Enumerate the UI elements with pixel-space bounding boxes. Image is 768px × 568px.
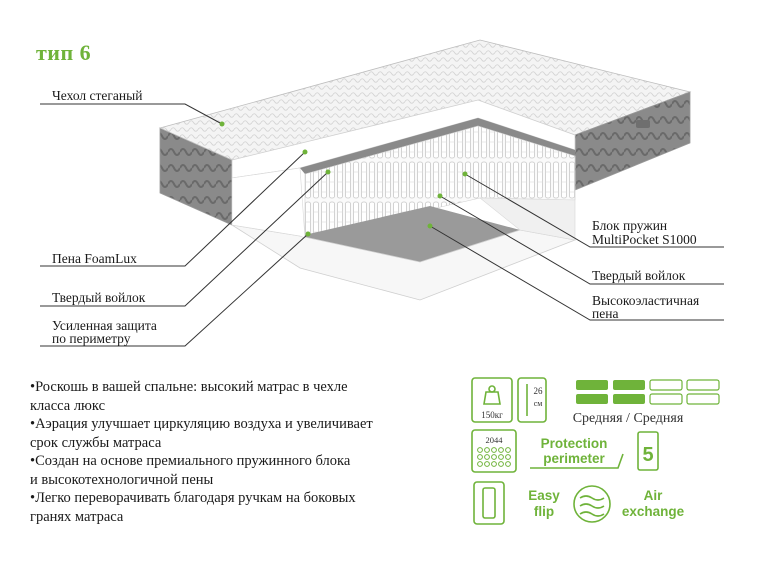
label-springs-1: Блок пружин [592, 218, 668, 233]
feature-text: Роскошь в вашей спальне: высокий матрас … [30, 379, 348, 414]
height-number: 26 [534, 386, 544, 396]
feature-item: •Аэрация улучшает циркуляцию воздуха и у… [30, 415, 450, 452]
spec-icons: 150кг 26 см Средняя / Средняя 2044 Prote… [471, 377, 720, 525]
spring-dot [491, 447, 497, 453]
protection-perimeter-icon: Protection perimeter [530, 436, 624, 469]
firmness-segment [686, 379, 720, 391]
label-felt-right: Твердый войлок [592, 268, 686, 283]
firmness-segment [613, 394, 645, 404]
spring-dot [491, 454, 497, 460]
leader-hr-foam [429, 225, 724, 321]
firmness-segment [576, 380, 608, 390]
firmness-scale [576, 379, 720, 405]
leader-felt-left [40, 171, 329, 307]
mattress-diagram [40, 39, 724, 347]
firmness-segment [686, 393, 720, 405]
spring-count-icon: 2044 [471, 429, 517, 473]
label-cover: Чехол стеганый [52, 88, 143, 103]
spring-dot [491, 461, 497, 467]
bullet-mark: • [30, 379, 36, 395]
spring-dot [505, 447, 511, 453]
spring-dot [477, 454, 483, 460]
spring-dot [498, 461, 504, 467]
weight-icon: 150кг [471, 377, 513, 423]
bullet-mark: • [30, 453, 36, 469]
feature-item: •Роскошь в вашей спальне: высокий матрас… [30, 378, 450, 415]
zones-value: 5 [642, 444, 653, 466]
label-foam-lux: Пена FoamLux [52, 251, 137, 266]
weight-value: 150кг [481, 410, 503, 420]
label-springs-2: MultiPocket S1000 [592, 232, 697, 247]
spring-dot [484, 461, 490, 467]
easy-text: Easy [528, 488, 560, 503]
spring-dot [505, 461, 511, 467]
feature-text: Создан на основе премиального пружинного… [30, 453, 351, 488]
leader-foam [40, 151, 306, 267]
bullet-mark: • [30, 416, 36, 432]
label-perimeter-1: Усиленная защита [52, 318, 157, 333]
firmness-label: Средняя / Средняя [573, 411, 684, 426]
protection-text-1: Protection [541, 436, 608, 451]
spring-dot [484, 454, 490, 460]
exchange-text: exchange [622, 504, 685, 519]
feature-item: •Создан на основе премиального пружинног… [30, 452, 450, 489]
feature-text: Легко переворачивать благодаря ручкам на… [30, 490, 356, 525]
feature-text: Аэрация улучшает циркуляцию воздуха и ув… [30, 416, 373, 451]
firmness-segment [576, 394, 608, 404]
air-exchange-icon: Air exchange [573, 485, 685, 523]
felt-top-layer [300, 118, 575, 174]
protection-text-2: perimeter [543, 451, 605, 466]
product-title: тип 6 [36, 40, 92, 65]
spring-dot [477, 461, 483, 467]
felt-bottom-layer [300, 206, 520, 262]
height-unit: см [534, 399, 543, 408]
leader-felt-right [439, 195, 724, 285]
label-perimeter-2: по периметру [52, 331, 131, 346]
springs-count: 2044 [486, 435, 504, 445]
firmness-segment [649, 379, 683, 391]
spring-dot [498, 454, 504, 460]
bullet-mark: • [30, 490, 36, 506]
label-felt-left: Твердый войлок [52, 290, 146, 305]
mattress-handle [636, 120, 650, 128]
easy-flip-icon: Easy flip [473, 481, 560, 525]
spring-dot [498, 447, 504, 453]
firmness-segment [613, 380, 645, 390]
leader-springs [464, 173, 724, 248]
firmness-segment [649, 393, 683, 405]
spring-dot [484, 447, 490, 453]
feature-item: •Легко переворачивать благодаря ручкам н… [30, 489, 450, 526]
spring-dot [477, 447, 483, 453]
leader-perimeter [40, 233, 309, 347]
zones-icon: 5 [637, 431, 659, 471]
height-icon: 26 см [517, 377, 547, 423]
leader-cover [40, 103, 223, 125]
air-text: Air [644, 488, 664, 503]
label-hr-foam-2: пена [592, 306, 619, 321]
spring-dot [505, 454, 511, 460]
flip-text: flip [534, 504, 554, 519]
feature-list: •Роскошь в вашей спальне: высокий матрас… [30, 378, 450, 526]
label-hr-foam-1: Высокоэластичная [592, 293, 700, 308]
